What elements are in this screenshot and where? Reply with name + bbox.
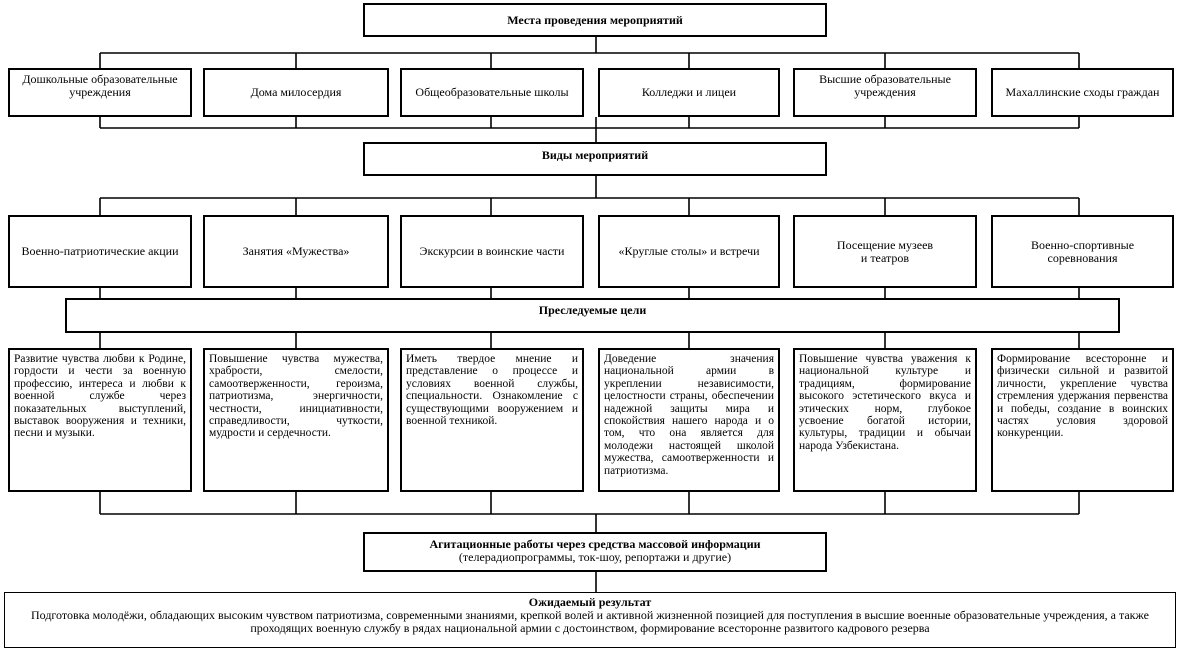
type-item: Военно-спортивные соревнования <box>991 215 1174 288</box>
goal-item: Повышение чувства уважения к национально… <box>793 348 977 492</box>
type-item: Военно-патриотические акции <box>8 215 192 288</box>
venues-header: Места проведения мероприятий <box>363 3 827 37</box>
venue-item: Общеобразовательные школы <box>400 68 584 117</box>
venue-item: Махаллинские сходы граждан <box>991 68 1174 117</box>
media-box: Агитационные работы через средства массо… <box>363 532 827 572</box>
venue-item: Дошкольные образовательные учреждения <box>8 68 192 117</box>
goal-item: Иметь твердое мнение и представление о п… <box>400 348 584 492</box>
goals-header: Преследуемые цели <box>65 298 1120 333</box>
type-item: Посещение музеев и театров <box>793 215 977 288</box>
goal-item: Формирование всесторонне и физически сил… <box>991 348 1174 492</box>
venue-item: Колледжи и лицеи <box>598 68 780 117</box>
goal-item: Развитие чувства любви к Родине, гордост… <box>8 348 192 492</box>
type-item: Экскурсии в воинские части <box>400 215 584 288</box>
venue-item: Высшие образовательные учреждения <box>793 68 977 117</box>
goal-item: Доведение значения национальной армии в … <box>598 348 780 492</box>
media-title: Агитационные работы через средства массо… <box>429 537 761 551</box>
result-text: Подготовка молодёжи, обладающих высоким … <box>31 608 1149 635</box>
types-header: Виды мероприятий <box>363 142 827 176</box>
result-title: Ожидаемый результат <box>528 595 652 609</box>
media-subtitle: (телерадиопрограммы, ток-шоу, репортажи … <box>458 550 732 564</box>
type-item: «Круглые столы» и встречи <box>598 215 780 288</box>
venue-item: Дома милосердия <box>203 68 389 117</box>
goal-item: Повышение чувства мужества, храбрости, с… <box>203 348 389 492</box>
result-box: Ожидаемый результат Подготовка молодёжи,… <box>4 592 1176 648</box>
type-item: Занятия «Мужества» <box>203 215 389 288</box>
